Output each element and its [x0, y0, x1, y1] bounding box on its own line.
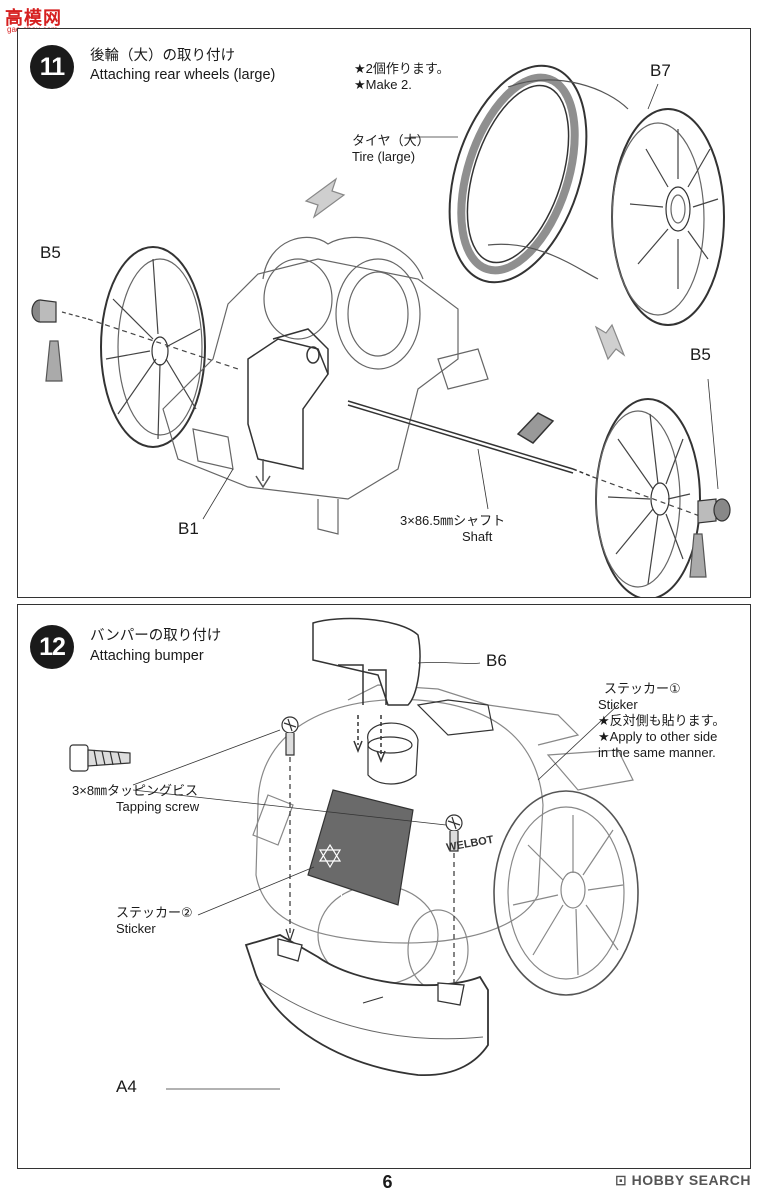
- watermark: ⊡ HOBBY SEARCH: [615, 1172, 751, 1189]
- tire-label-jp: タイヤ（大）: [352, 133, 430, 148]
- leader-b5-right: [707, 378, 719, 490]
- sticker-1-note-jp: ★反対側も貼ります。: [598, 713, 726, 728]
- move-arrow-down-icon: [594, 323, 626, 361]
- make-two-jp: ★2個作ります。: [354, 61, 450, 76]
- wheel-right: [595, 398, 701, 597]
- screw-label-jp: 3×8㎜タッピングビス: [72, 783, 199, 798]
- step-11-illustration: [31, 64, 731, 597]
- wheel-b7: [611, 108, 725, 326]
- step-12-title-en: Attaching bumper: [90, 648, 204, 664]
- chassis-body: [162, 236, 489, 535]
- tire-label-en: Tire (large): [352, 149, 416, 164]
- site-logo-text: 高模网: [5, 8, 62, 29]
- tapping-screw-icon: [69, 744, 131, 772]
- cap-b5-right: [689, 498, 731, 578]
- step-11-title-en: Attaching rear wheels (large): [90, 67, 276, 83]
- step-11-panel: 11 後輪（大）の取り付け Attaching rear wheels (lar…: [17, 28, 751, 598]
- leader-shaft: [477, 448, 489, 510]
- part-label-a4: A4: [116, 1077, 137, 1096]
- tire-large: [448, 64, 588, 284]
- watermark-text: HOBBY SEARCH: [631, 1172, 751, 1188]
- move-arrow-left-icon: [304, 177, 346, 219]
- shaft-3x86-5mm: [347, 400, 594, 478]
- step-12-panel: WELBOT TAMIYA 12 バンパーの取り付け Attaching bum…: [17, 604, 751, 1169]
- sticker-1-note-en-1: ★Apply to other side: [598, 729, 718, 744]
- part-label-b1: B1: [178, 519, 199, 538]
- sticker-1-note-en-2: in the same manner.: [598, 745, 716, 760]
- robot-head: [367, 699, 494, 785]
- step-11-number: 11: [30, 45, 74, 89]
- part-label-b5-left: B5: [40, 243, 61, 262]
- make-two-en: ★Make 2.: [354, 77, 412, 92]
- watermark-icon: ⊡: [615, 1172, 632, 1188]
- step-12-number: 12: [30, 625, 74, 669]
- screw-label-en: Tapping screw: [116, 799, 200, 814]
- robot-wheel-right: [493, 790, 639, 996]
- leader-b7: [647, 83, 659, 110]
- grease-tube-right-icon: [689, 533, 707, 578]
- part-label-b6: B6: [486, 651, 507, 670]
- robot-body: [252, 684, 639, 996]
- sticker-1-label-jp: ステッカー①: [604, 681, 681, 696]
- wheel-left: [100, 246, 206, 448]
- step-12-title-jp: バンパーの取り付け: [90, 628, 222, 644]
- screw-right: [445, 814, 463, 1043]
- bumper-a4: [244, 934, 489, 1076]
- sticker-1-label-en: Sticker: [598, 697, 638, 712]
- leader-b1: [202, 468, 234, 520]
- page-number: 6: [382, 1172, 393, 1192]
- sticker-2-label-jp: ステッカー②: [116, 905, 193, 920]
- grease-tube-icon: [45, 340, 63, 382]
- part-label-b7: B7: [650, 61, 671, 80]
- shaft-label-en: Shaft: [462, 529, 493, 544]
- screw-left: [281, 716, 299, 943]
- gear-cover-b1: [247, 328, 329, 489]
- sticker-2-label-en: Sticker: [116, 921, 156, 936]
- grease-tube-shaft-icon: [516, 412, 555, 444]
- part-label-b5-right: B5: [690, 345, 711, 364]
- tamiya-star-logo-icon: [318, 843, 342, 869]
- part-b6: [312, 617, 421, 764]
- cap-b5-left: [31, 299, 89, 382]
- step-12-illustration: WELBOT TAMIYA: [69, 617, 639, 1090]
- step-11-title-jp: 後輪（大）の取り付け: [90, 48, 235, 64]
- shaft-label-jp: 3×86.5㎜シャフト: [400, 513, 506, 528]
